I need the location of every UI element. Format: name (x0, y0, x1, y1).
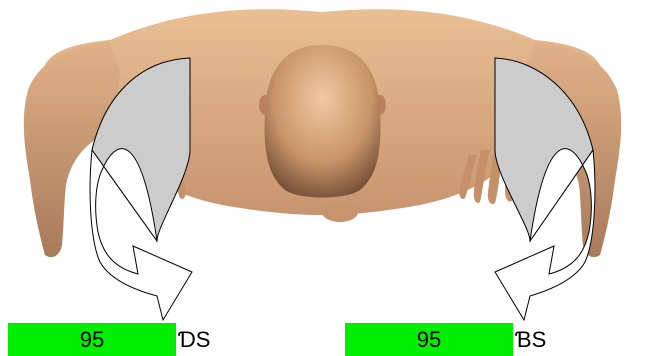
left-label: ƊS (178, 323, 210, 356)
chin (322, 202, 358, 222)
right-label: ƁS (515, 323, 546, 356)
left-value: 95 (80, 327, 104, 352)
right-value: 95 (417, 327, 441, 352)
head (265, 45, 381, 198)
left-value-bar: 95 (8, 323, 176, 356)
right-value-bar: 95 (345, 323, 513, 356)
